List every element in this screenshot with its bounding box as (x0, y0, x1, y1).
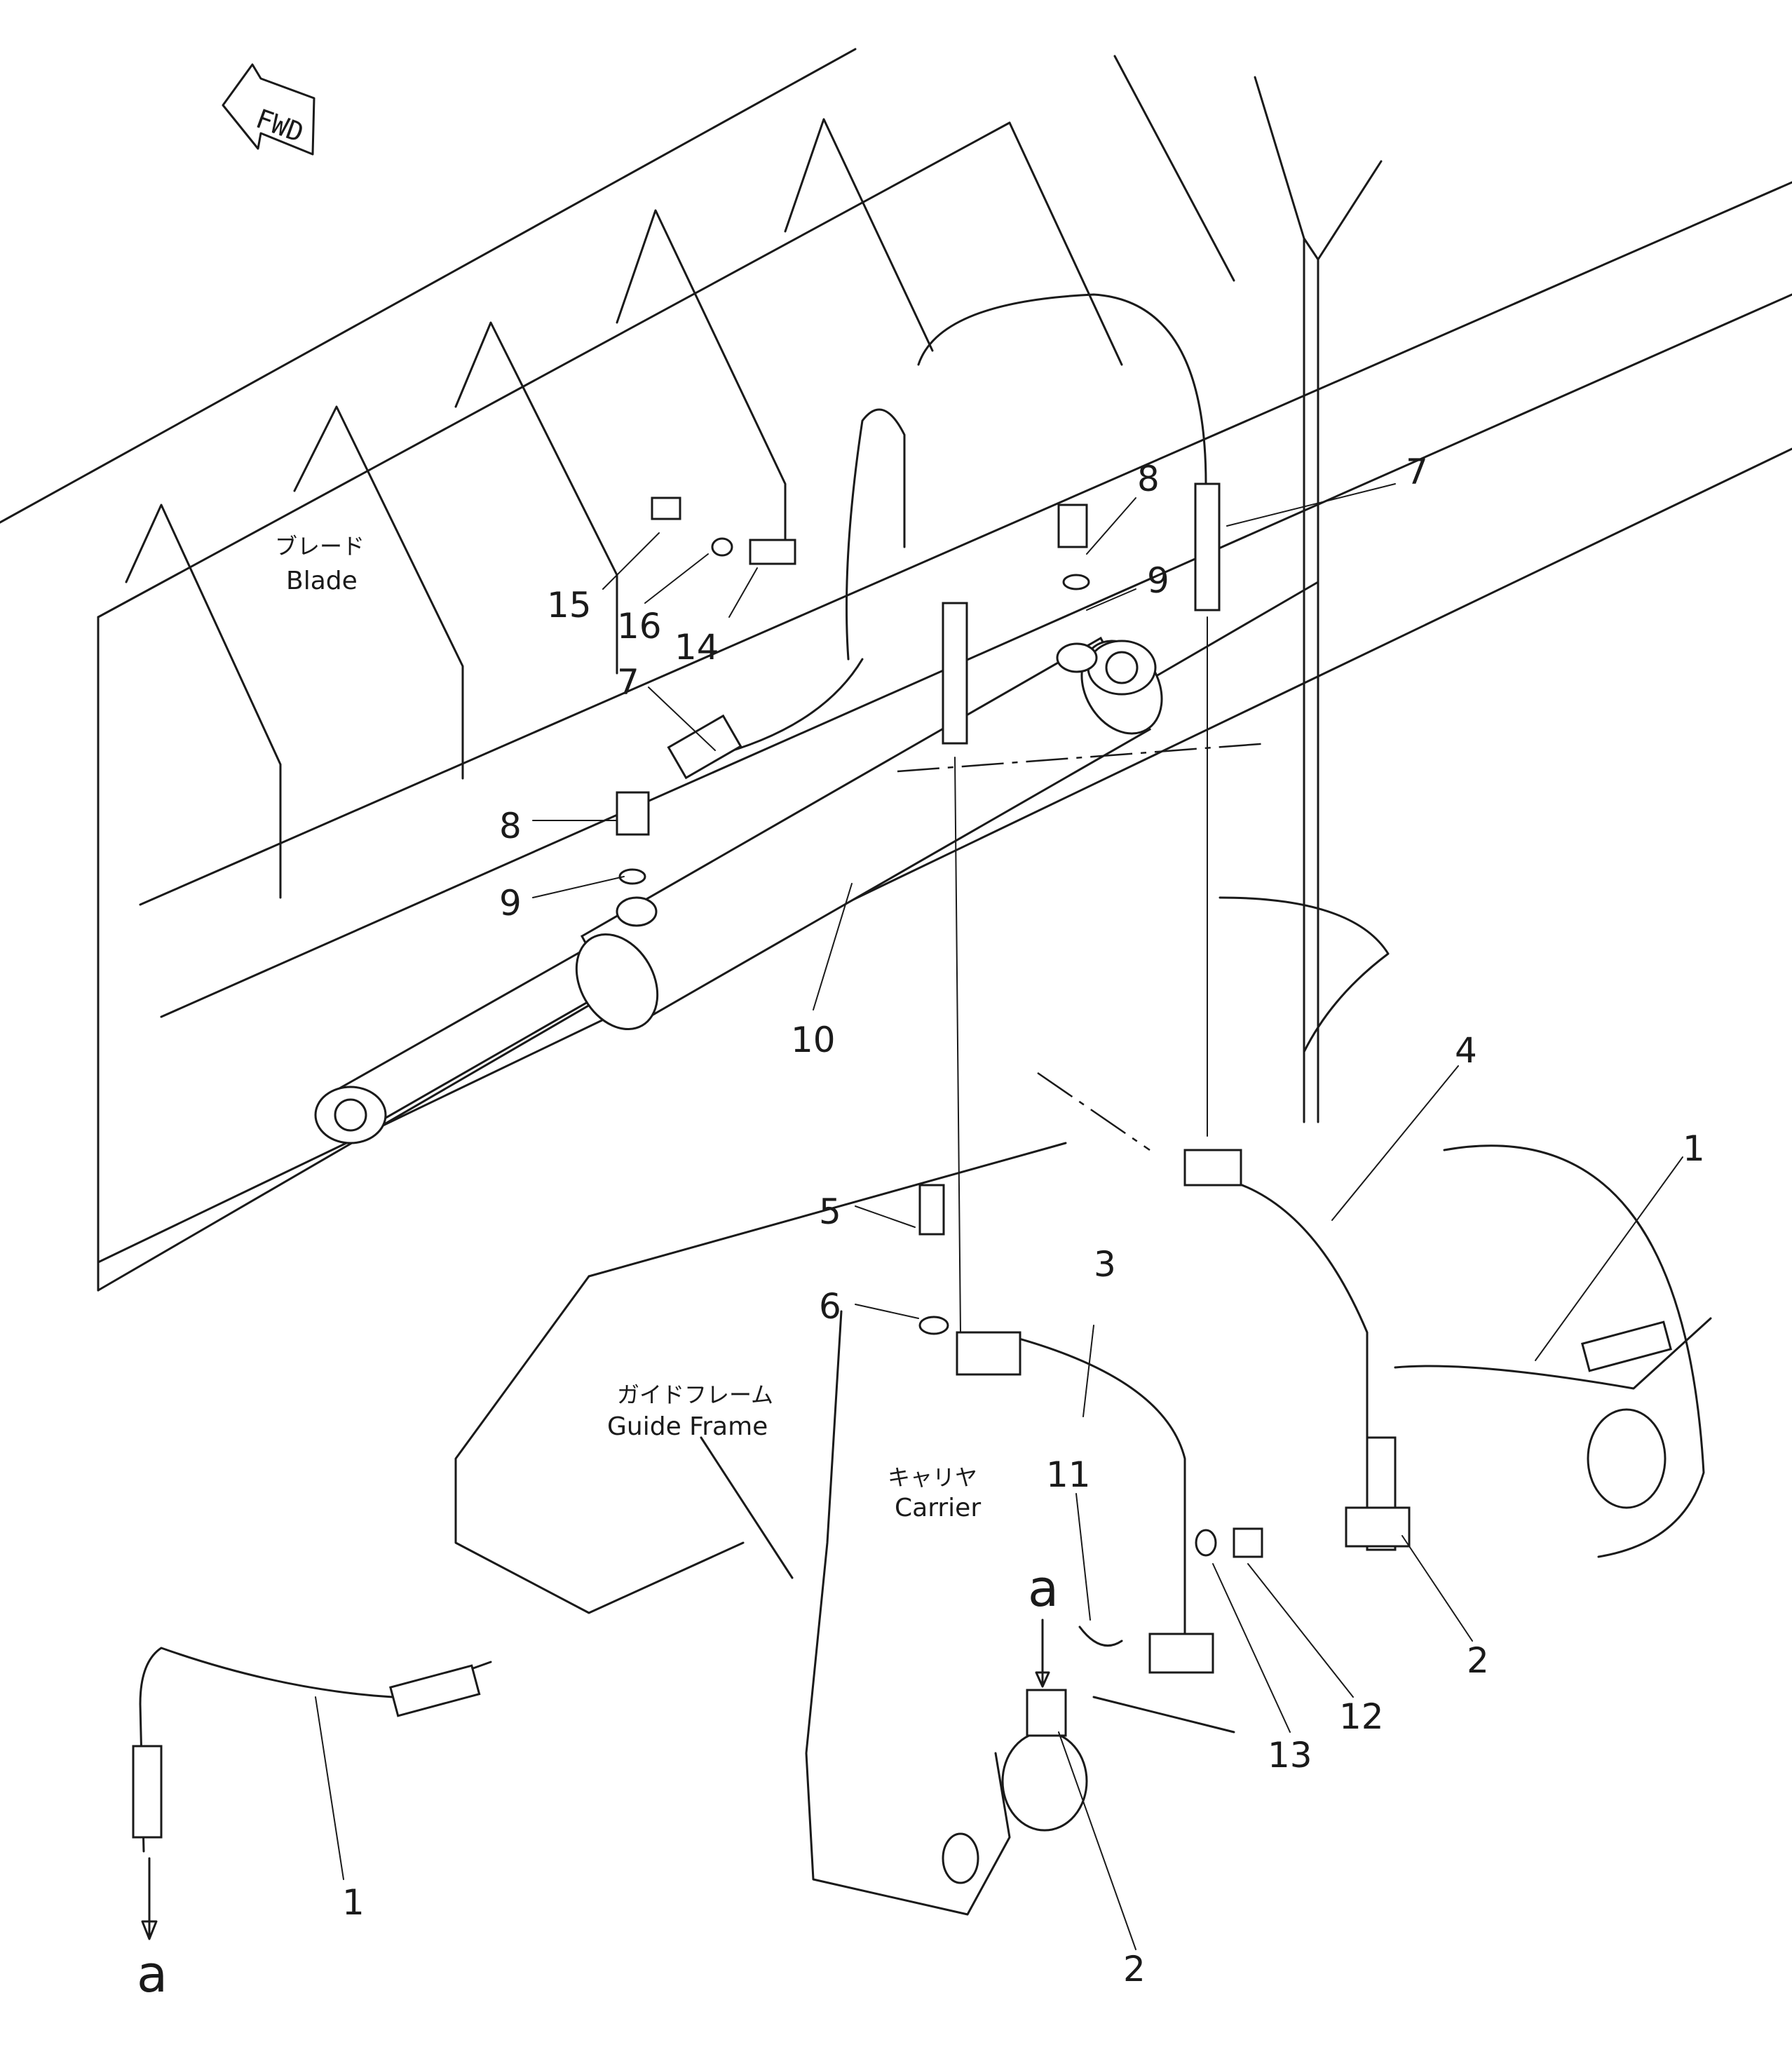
leader-lines (315, 483, 1683, 1950)
hose-routing (132, 293, 1712, 1853)
callout-3: 3 (1094, 1244, 1116, 1285)
connection-arrow-bottom-icon (141, 1857, 158, 1940)
connection-arrow-top-icon (1035, 1618, 1050, 1688)
callout-14: 14 (674, 627, 719, 668)
blade-label-jp: ブレード (275, 533, 365, 560)
callout-11: 11 (1046, 1454, 1091, 1495)
fittings (616, 496, 1411, 1737)
callout-2-right: 2 (1467, 1640, 1489, 1681)
connection-mark-top: a (1028, 1559, 1059, 1618)
callout-8-right: 8 (1137, 459, 1160, 499)
blade-outline (0, 48, 1792, 1292)
callout-16: 16 (617, 606, 662, 647)
fwd-arrow-icon: FWD (222, 63, 315, 156)
callout-13: 13 (1268, 1735, 1312, 1776)
callout-4: 4 (1455, 1030, 1477, 1071)
carrier-area-label: キャリヤ Carrier (888, 1464, 981, 1522)
callout-12: 12 (1339, 1696, 1384, 1737)
callout-numbers: 15 16 14 7 8 9 8 9 7 10 4 1 5 6 3 11 2 1… (342, 452, 1705, 1989)
carrier-label-en: Carrier (895, 1494, 981, 1522)
guide-frame-outline (454, 896, 1390, 1614)
callout-15: 15 (547, 585, 592, 626)
callout-7-left: 7 (617, 662, 639, 703)
callout-7-right: 7 (1406, 452, 1428, 492)
callout-6: 6 (819, 1286, 841, 1327)
carrier-label-jp: キャリヤ (888, 1464, 977, 1491)
hydraulic-cylinder (314, 636, 1163, 1144)
blade-label-en: Blade (286, 567, 358, 595)
callout-2-bottom: 2 (1123, 1949, 1146, 1989)
callout-10: 10 (791, 1020, 836, 1060)
guide-frame-label-en: Guide Frame (607, 1412, 768, 1441)
callout-8-left: 8 (499, 806, 522, 846)
callout-1-bottom: 1 (342, 1882, 365, 1923)
callout-9-right: 9 (1147, 560, 1169, 601)
blade-area-label: ブレード Blade (275, 533, 365, 595)
carrier-outline (805, 1144, 1705, 1916)
guide-frame-area-label: ガイドフレーム Guide Frame (607, 1381, 773, 1441)
callout-5: 5 (819, 1191, 841, 1232)
connection-mark-bottom: a (137, 1945, 168, 2003)
callout-1-right: 1 (1683, 1128, 1705, 1169)
callout-9-left: 9 (499, 883, 522, 924)
guide-frame-label-jp: ガイドフレーム (617, 1381, 773, 1408)
